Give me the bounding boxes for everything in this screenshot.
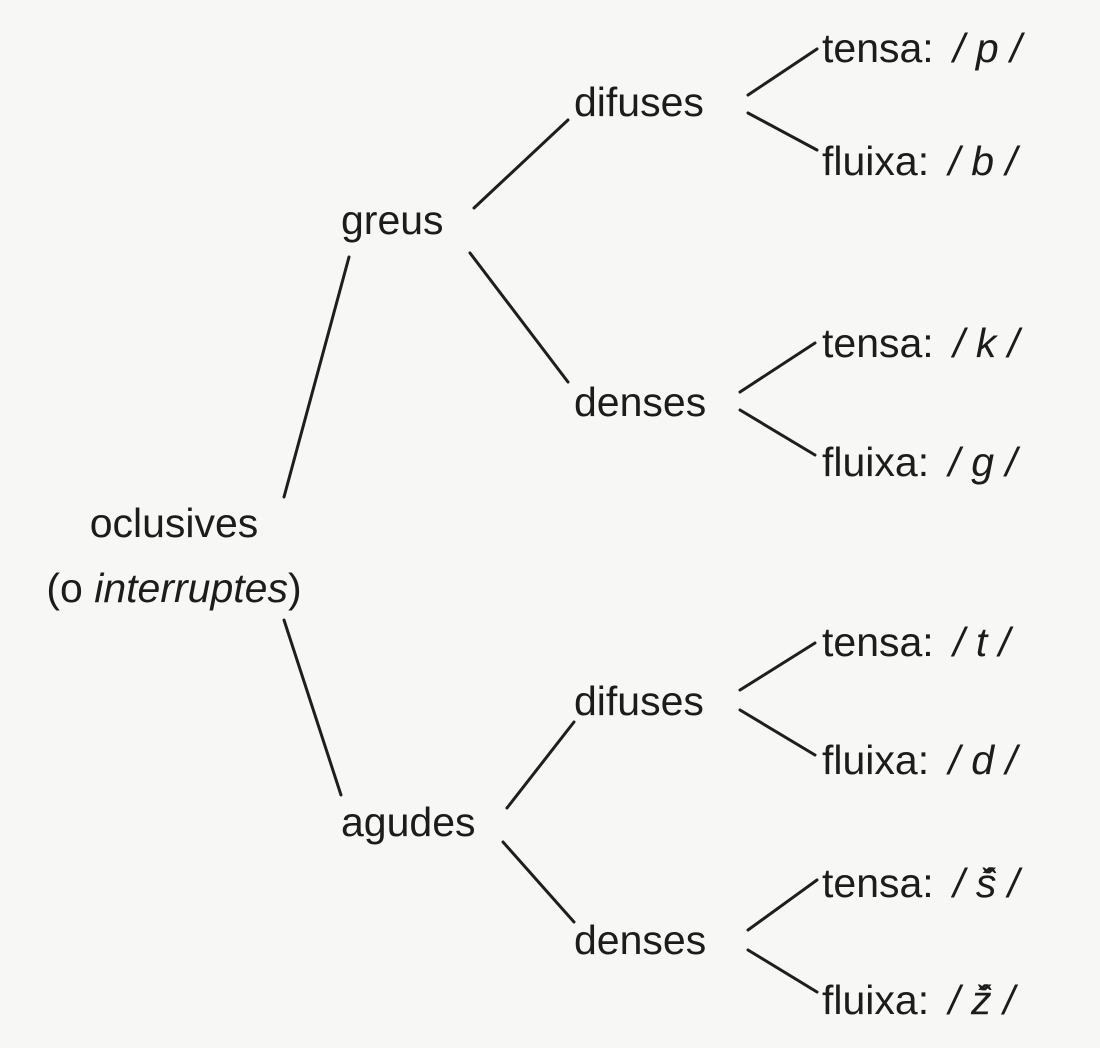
phoneme: / š̂ / <box>953 860 1020 906</box>
edge-root-agudes <box>282 618 343 797</box>
edge-root-greus <box>282 255 351 499</box>
leaf-label: fluixa: <box>822 737 930 783</box>
phoneme: / ž̂ / <box>948 977 1015 1023</box>
root-label-line1: oclusives <box>89 500 259 546</box>
edge-agudes-denses-tensa <box>746 878 819 932</box>
root-node-oclusives: oclusives (o interruptes) <box>14 503 334 609</box>
phoneme: / g / <box>948 439 1017 485</box>
leaf-greus-difuses-fluixa: fluixa: / b / <box>822 141 1017 182</box>
leaf-greus-denses-fluixa: fluixa: / g / <box>822 442 1017 483</box>
edge-agudes-difuses-tensa <box>738 641 817 692</box>
leaf-label: fluixa: <box>822 977 930 1023</box>
edge-greus-denses-fluixa <box>738 408 817 457</box>
leaf-agudes-denses-fluixa: fluixa: / ž̂ / <box>822 980 1015 1021</box>
edge-greus-difuses-tensa <box>746 47 819 97</box>
root-label-close: ) <box>287 565 302 611</box>
node-greus: greus <box>341 197 444 243</box>
edge-greus-difuses-fluixa <box>746 111 819 152</box>
leaf-label: fluixa: <box>822 439 930 485</box>
phoneme: / b / <box>948 138 1017 184</box>
leaf-label: tensa: <box>822 25 934 71</box>
phoneme: / t / <box>953 619 1011 665</box>
node-agudes-denses: denses <box>574 917 707 963</box>
edge-greus-denses <box>468 251 570 384</box>
leaf-agudes-denses-tensa: tensa: / š̂ / <box>822 863 1019 904</box>
leaf-greus-difuses-tensa: tensa: / p / <box>822 28 1021 69</box>
node-agudes: agudes <box>341 799 476 845</box>
root-label-line2: (o interruptes) <box>14 568 334 609</box>
leaf-label: fluixa: <box>822 138 930 184</box>
edge-agudes-denses <box>501 840 576 924</box>
leaf-agudes-difuses-fluixa: fluixa: / d / <box>822 740 1017 781</box>
phoneme: / k / <box>953 320 1020 366</box>
root-label-italic: interruptes <box>94 565 288 611</box>
root-label-open: (o <box>46 565 95 611</box>
edge-agudes-difuses <box>505 720 576 810</box>
leaf-agudes-difuses-tensa: tensa: / t / <box>822 622 1010 663</box>
edge-agudes-difuses-fluixa <box>738 708 817 757</box>
leaf-label: tensa: <box>822 619 934 665</box>
edge-greus-denses-tensa <box>738 341 817 394</box>
node-agudes-difuses: difuses <box>574 678 704 724</box>
node-greus-denses: denses <box>574 379 707 425</box>
edge-greus-difuses <box>472 118 570 210</box>
leaf-label: tensa: <box>822 320 934 366</box>
phoneme: / p / <box>953 25 1022 71</box>
leaf-greus-denses-tensa: tensa: / k / <box>822 323 1019 364</box>
edge-agudes-denses-fluixa <box>746 948 819 994</box>
node-greus-difuses: difuses <box>574 79 704 125</box>
leaf-label: tensa: <box>822 860 934 906</box>
phoneme: / d / <box>948 737 1017 783</box>
